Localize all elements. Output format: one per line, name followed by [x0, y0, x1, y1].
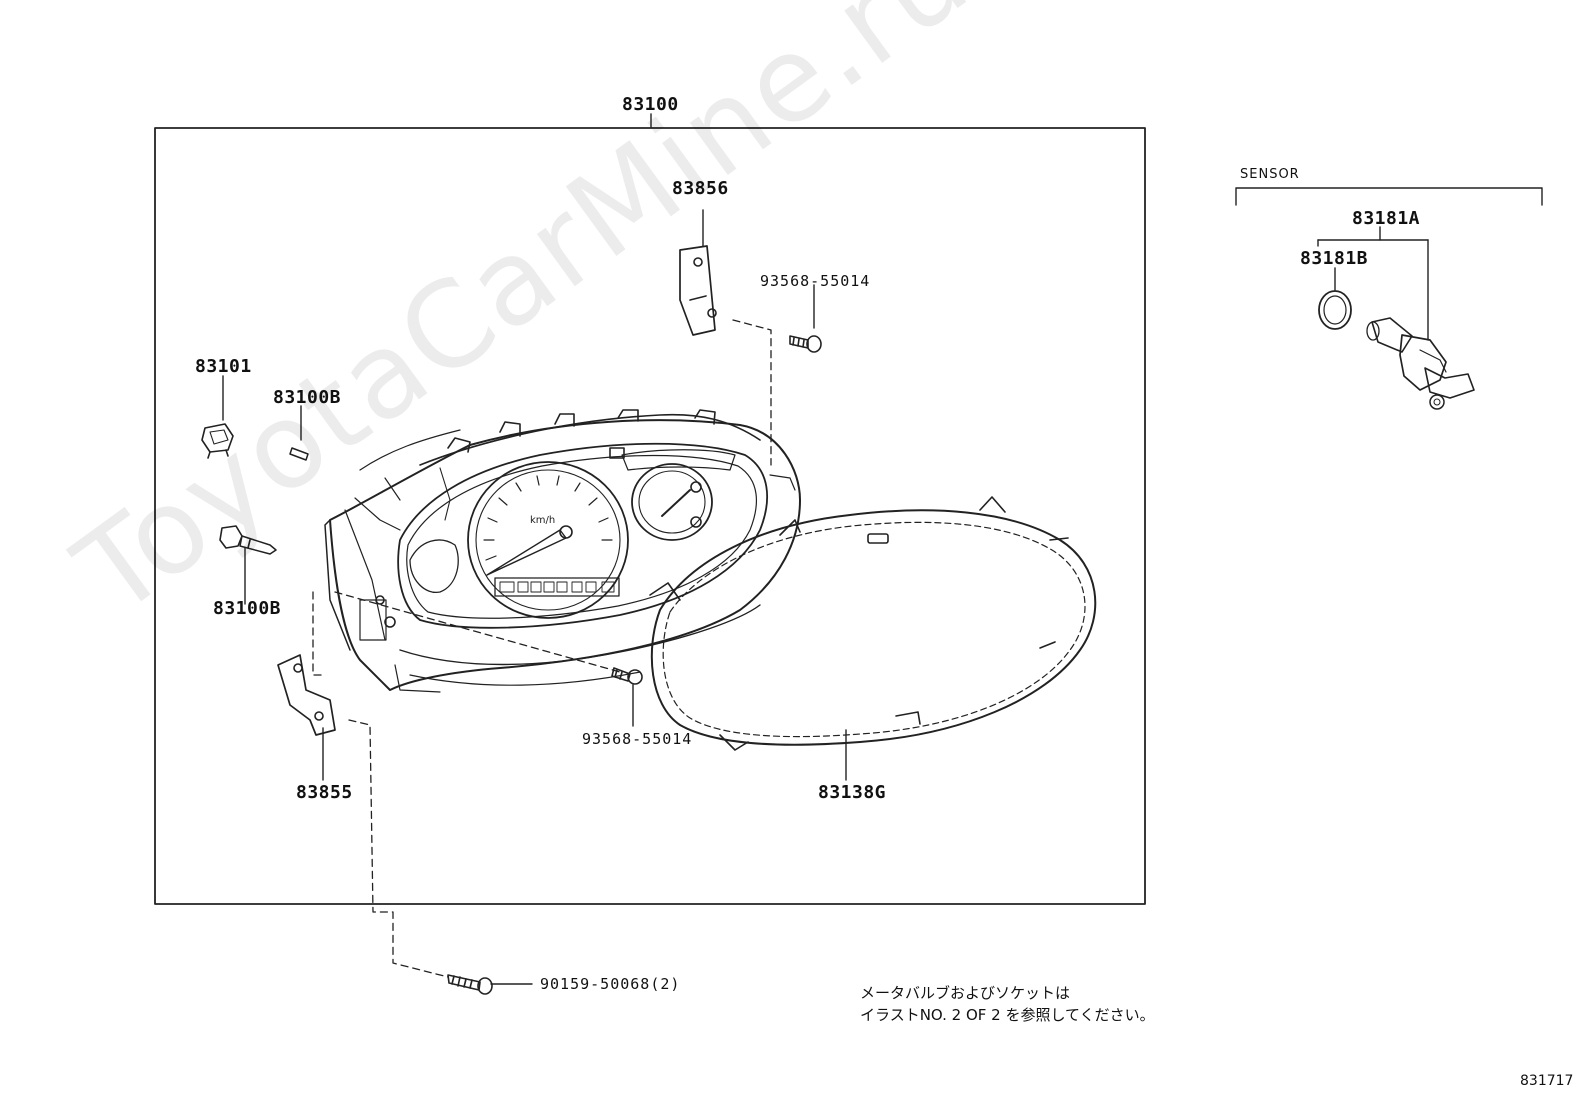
bracket-lower — [277, 654, 336, 736]
label-90159-50068: 90159-50068(2) — [540, 975, 681, 993]
label-93568-55014-lower: 93568-55014 — [582, 730, 693, 748]
illustration-number: 831717 — [1520, 1073, 1574, 1089]
reference-note-line-1: メータバルブおよびソケットは — [860, 984, 1071, 1002]
dashed-attachment-lines — [312, 319, 772, 978]
reference-note: メータバルブおよびソケットは イラストNO. 2 OF 2 を参照してください。 — [860, 982, 1155, 1026]
screw-tapping — [447, 974, 493, 995]
label-sensor: SENSOR — [1240, 167, 1300, 182]
svg-text:km/h: km/h — [530, 515, 555, 526]
assembly-frame — [154, 127, 1146, 905]
bulb-small — [289, 447, 309, 461]
label-83138g: 83138G — [818, 782, 887, 803]
meter-housing: km/h — [324, 409, 801, 693]
label-83181a: 83181A — [1352, 208, 1421, 229]
bracket-upper — [679, 245, 717, 336]
label-83100: 83100 — [622, 94, 679, 115]
speed-sensor — [1366, 317, 1475, 410]
label-93568-55014-upper: 93568-55014 — [760, 272, 871, 290]
label-83181b: 83181B — [1300, 248, 1369, 269]
label-83100b-lower: 83100B — [213, 598, 282, 619]
leader-lines — [222, 113, 1543, 985]
label-83856: 83856 — [672, 178, 729, 199]
bulb-socket — [201, 423, 234, 459]
reference-note-line-2: イラストNO. 2 OF 2 を参照してください。 — [860, 1006, 1155, 1024]
label-83101: 83101 — [195, 356, 252, 377]
lens-glass — [649, 496, 1097, 751]
label-83855: 83855 — [296, 782, 353, 803]
label-83100b-upper: 83100B — [273, 387, 342, 408]
bulb-with-socket — [219, 525, 277, 555]
o-ring — [1318, 290, 1352, 330]
screw-lower — [611, 667, 643, 685]
screw-upper — [789, 335, 822, 353]
